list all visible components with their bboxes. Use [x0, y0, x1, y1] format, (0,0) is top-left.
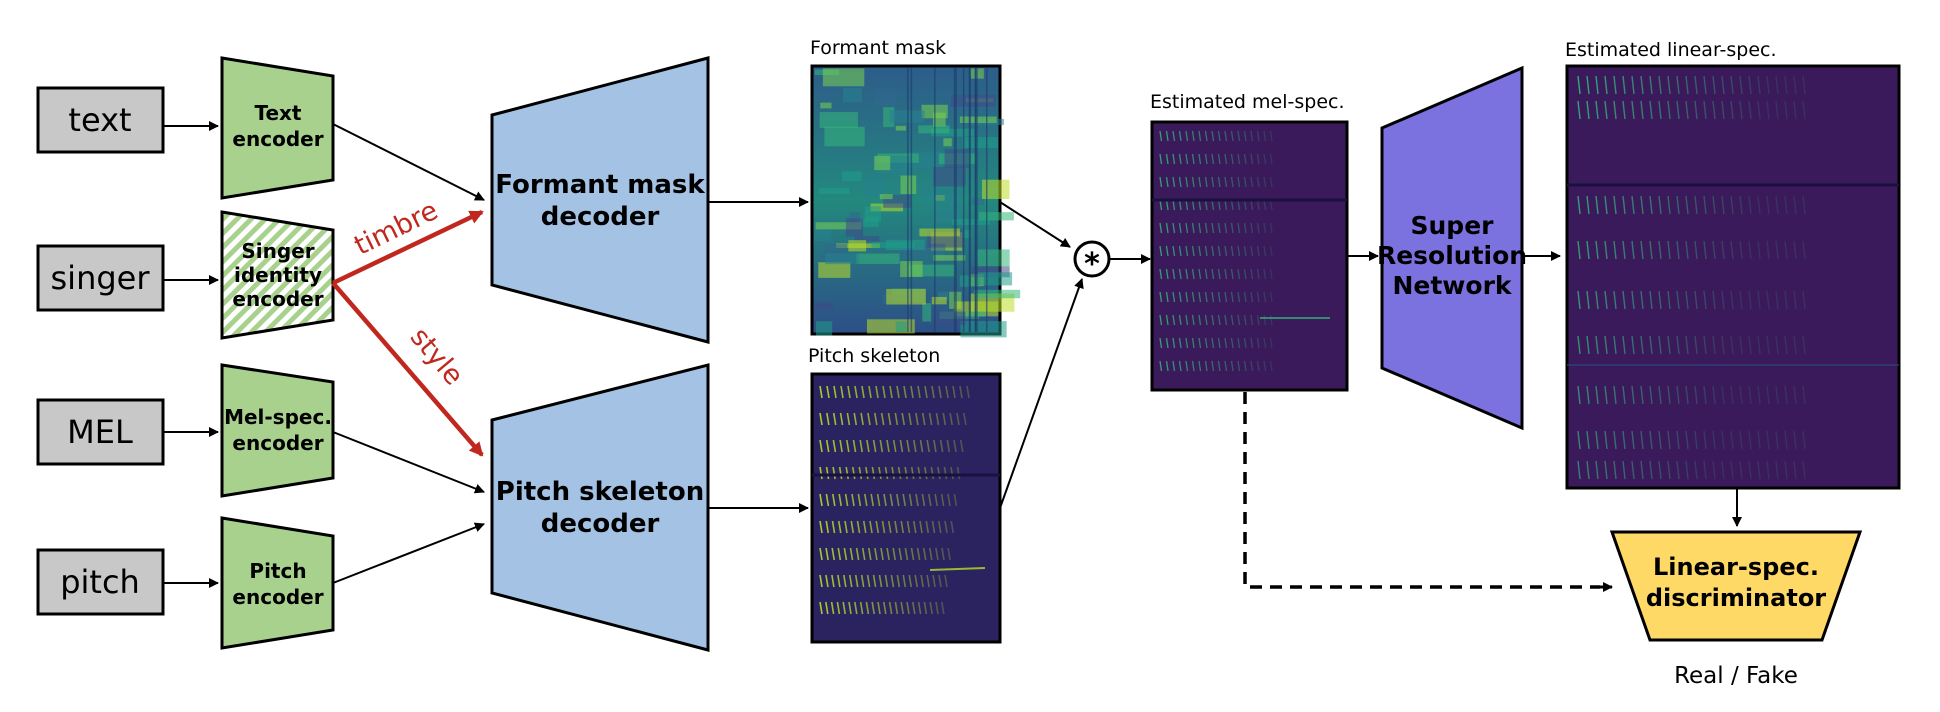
input-mel-label: MEL	[67, 413, 133, 451]
arrow-mel-encoder-to-pitch-decoder	[332, 431, 485, 494]
dashed-path-mel-to-discriminator	[1243, 392, 1600, 589]
multiply-operator: *	[1073, 240, 1111, 282]
style-arrow	[331, 281, 484, 457]
text-encoder-line2: encoder	[232, 127, 323, 151]
mel-spec-encoder: Mel-spec. encoder	[220, 363, 335, 498]
pitch-skeleton-texture	[812, 385, 1000, 615]
estimated-linear-spectrogram	[1565, 64, 1901, 490]
pitch-encoder: Pitch encoder	[220, 516, 335, 650]
arrow-text-encoder-to-formant-decoder	[332, 123, 485, 201]
timbre-arrow	[332, 209, 484, 286]
input-singer-box: singer	[36, 244, 165, 312]
singer-encoder-line2: identity	[234, 263, 322, 287]
formant-mask-decoder: Formant mask decoder	[490, 56, 710, 344]
singer-encoder-line1: Singer	[241, 239, 314, 263]
estimated-mel-spectrogram	[1150, 120, 1349, 392]
mel-encoder-line1: Mel-spec.	[224, 405, 332, 429]
mel-encoder-line2: encoder	[232, 431, 323, 455]
input-singer-label: singer	[51, 259, 151, 297]
singer-identity-encoder: Singer identity encoder	[220, 210, 335, 340]
mel-spec-texture	[1152, 130, 1347, 372]
linear-spec-discriminator: Linear-spec. discriminator	[1609, 530, 1863, 642]
input-pitch-box: pitch	[36, 548, 165, 616]
arrow-mask-to-multiply	[999, 201, 1071, 248]
mel-estimate-title: Estimated mel-spec.	[1150, 91, 1345, 113]
pitch-skeleton-decoder: Pitch skeleton decoder	[490, 363, 710, 652]
text-encoder-line1: Text	[254, 101, 301, 125]
discriminator-line1: Linear-spec.	[1653, 553, 1819, 581]
pitch-skeleton-title: Pitch skeleton	[808, 345, 940, 367]
discriminator-line2: discriminator	[1646, 584, 1826, 612]
formant-decoder-line1: Formant mask	[495, 170, 705, 200]
input-text-box: text	[36, 86, 165, 154]
multiply-symbol: *	[1084, 247, 1100, 282]
input-pitch-label: pitch	[60, 563, 140, 601]
sr-line1: Super	[1411, 211, 1495, 240]
linear-spec-texture	[1567, 75, 1899, 480]
sr-line3: Network	[1392, 271, 1512, 300]
real-fake-label: Real / Fake	[1674, 663, 1798, 689]
pitch-encoder-line1: Pitch	[249, 559, 306, 583]
formant-decoder-line2: decoder	[541, 202, 660, 232]
linear-estimate-title: Estimated linear-spec.	[1565, 39, 1777, 61]
pitch-decoder-line2: decoder	[541, 509, 660, 539]
formant-mask-texture	[814, 68, 1021, 338]
text-encoder: Text encoder	[220, 56, 335, 200]
pitch-decoder-line1: Pitch skeleton	[496, 477, 704, 507]
input-mel-box: MEL	[36, 398, 165, 466]
formant-mask-spectrogram	[810, 64, 1021, 338]
input-text-label: text	[68, 101, 131, 139]
super-resolution-network: Super Resolution Network	[1377, 65, 1527, 431]
style-label: style	[404, 322, 469, 392]
pitch-encoder-line2: encoder	[232, 585, 323, 609]
arrow-pitch-encoder-to-pitch-decoder	[332, 522, 485, 584]
pitch-skeleton-spectrogram	[810, 372, 1002, 644]
sr-line2: Resolution	[1377, 241, 1527, 270]
singer-encoder-line3: encoder	[232, 287, 323, 311]
arrow-skeleton-to-multiply	[999, 278, 1084, 509]
formant-mask-title: Formant mask	[810, 37, 946, 59]
